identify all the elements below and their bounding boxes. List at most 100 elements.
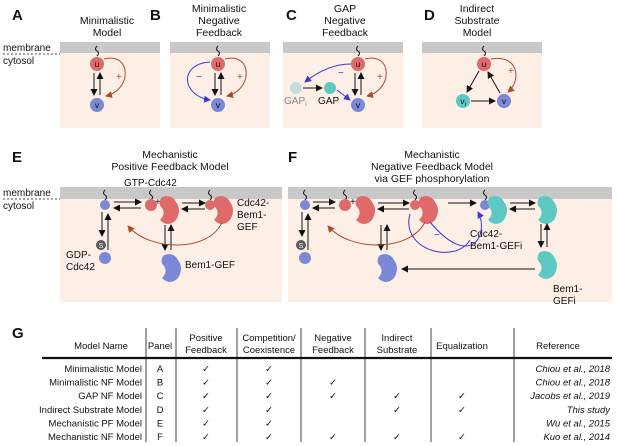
cdc42-bem1-gef-complex (213, 196, 233, 224)
panel-d-title-2: Substrate (455, 15, 500, 27)
reference-cell: Wu et al., 2015 (546, 418, 611, 429)
panel-f-title-2: Negative Feedback Model (371, 161, 493, 173)
table-header-cell: Reference (536, 341, 580, 352)
panel-c-title-2: Negative (324, 15, 366, 27)
plus-sign: + (508, 66, 514, 77)
panel-b-membrane (170, 42, 270, 53)
complex-label-2: Bem1- (237, 210, 266, 221)
table-header-cell: Feedback (185, 345, 227, 356)
cdc42-gtp-node (339, 199, 351, 211)
panel-d-title-3: Model (463, 27, 492, 39)
bem1-gef-membrane (355, 196, 375, 224)
check-mark-icon: ✓ (393, 405, 401, 416)
reference-cell: This study (567, 405, 612, 416)
model-name-cell: Minimalistic NF Model (49, 378, 142, 389)
node-u (351, 57, 365, 71)
bem1-gef-cytosol (161, 254, 181, 282)
panel-cell: F (157, 432, 163, 443)
panel-e-membrane (60, 187, 282, 199)
check-mark-icon: ✓ (458, 432, 466, 443)
panel-d: D Indirect Substrate Model u vi v + (422, 3, 542, 128)
table-header-cell: Feedback (312, 345, 354, 356)
check-mark-icon: ✓ (329, 378, 337, 389)
panel-a-letter: A (12, 7, 23, 24)
plus-sign: + (328, 225, 334, 236)
node-u-label: u (95, 59, 100, 69)
check-mark-icon: ✓ (265, 432, 273, 443)
panel-f: F Mechanistic Negative Feedback Model vi… (288, 149, 612, 307)
bem1-gefi-label-2: GEFi (553, 296, 576, 307)
f-complex-label-1: Cdc42- (470, 229, 502, 240)
check-mark-icon: ✓ (265, 405, 273, 416)
gap-inhibition-arrow (336, 89, 351, 101)
check-mark-icon: ✓ (202, 432, 210, 443)
panel-a-title-1: Minimalistic (80, 15, 134, 27)
panel-f-title-1: Mechanistic (404, 149, 459, 161)
table-header-cell: Negative (314, 333, 352, 344)
cdc42-gtp-node (145, 199, 157, 211)
panel-cell: D (157, 405, 164, 416)
check-mark-icon: ✓ (202, 418, 210, 429)
model-name-cell: GAP NF Model (78, 391, 142, 402)
node-u (211, 57, 225, 71)
panel-d-letter: D (424, 7, 435, 24)
cdc42-gdp-cytosol-node (99, 252, 111, 264)
gdi-s: S (299, 243, 304, 250)
minus-sign: − (338, 68, 344, 79)
reference-cell: Kuo et al., 2014 (543, 432, 610, 443)
panel-a: A Minimalistic Model u v + (12, 7, 160, 128)
panel-cell: E (157, 418, 163, 429)
gap-node (324, 82, 336, 94)
positive-feedback-arrow (224, 57, 247, 99)
bem1-gefi-membrane (537, 196, 557, 224)
node-u-label: u (482, 59, 487, 69)
node-v (90, 98, 104, 112)
panel-a-membrane (60, 42, 160, 53)
node-v-label: v (95, 100, 100, 110)
table-header-cell: Coexistence (243, 345, 295, 356)
table-header-cell: Positive (189, 333, 222, 344)
panel-cell: C (157, 391, 164, 402)
panel-c-membrane (283, 42, 403, 53)
gap-label: GAP (318, 96, 339, 107)
node-vi (456, 94, 470, 108)
panel-e-letter: E (12, 149, 22, 166)
cytosol-label-lower: cytosol (3, 201, 34, 212)
check-mark-icon: ✓ (265, 378, 273, 389)
f-complex-label-2: Bem1-GEFi (470, 241, 522, 252)
check-mark-icon: ✓ (265, 391, 273, 402)
panel-b: B Minimalistic Negative Feedback u v + − (150, 3, 270, 128)
bem1-gefi-cytosol (537, 251, 557, 279)
panel-d-membrane (422, 42, 542, 53)
node-v-label: v (502, 96, 507, 106)
model-name-cell: Indirect Substrate Model (39, 405, 142, 416)
cdc42-gdp-membrane-node (300, 200, 310, 210)
cdc42-bem1-gefi-complex (487, 196, 507, 224)
cdc42-complex-node (410, 200, 420, 210)
positive-feedback-arrow (364, 57, 387, 99)
positive-feedback-arrow (103, 57, 126, 99)
panel-b-title-3: Feedback (196, 27, 243, 39)
bem1-gef-membrane (159, 196, 179, 224)
gap-activation-arrow (304, 63, 352, 83)
node-u-label: u (356, 59, 361, 69)
table-header-cell: Substrate (377, 345, 418, 356)
node-v (211, 98, 225, 112)
cdc42-gefi-node (480, 200, 490, 210)
table-header-cell: Competition/ (242, 333, 296, 344)
panel-c-title-1: GAP (334, 3, 356, 15)
panel-f-title-3: via GEF phosphorylation (375, 173, 490, 185)
membrane-label: membrane (3, 43, 51, 54)
plus-sign: + (377, 72, 383, 83)
reference-cell: Chiou et al., 2018 (536, 364, 611, 375)
panel-b-letter: B (150, 7, 161, 24)
panel-f-membrane (288, 187, 612, 199)
check-mark-icon: ✓ (393, 432, 401, 443)
gdi-node (96, 240, 106, 250)
minus-sign: − (196, 72, 202, 83)
model-name-cell: Mechanistic NF Model (48, 432, 142, 443)
